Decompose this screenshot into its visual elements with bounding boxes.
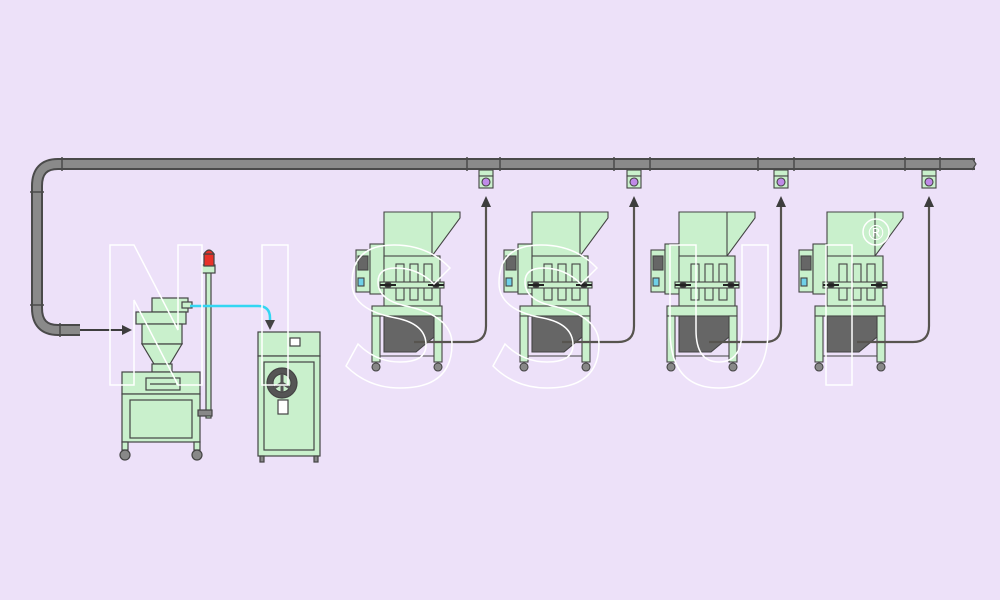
pipe-joints	[30, 157, 941, 337]
feed-arrow	[80, 325, 132, 335]
registered-mark: ®	[862, 218, 890, 246]
granulator-1	[355, 169, 494, 372]
suction-valve-1	[478, 169, 494, 189]
air-line	[190, 304, 275, 330]
receiver-separator	[119, 297, 203, 461]
granulator-2	[503, 169, 642, 372]
suction-valve-3	[773, 169, 789, 189]
granulator-group	[355, 169, 937, 372]
registered-symbol: ®	[866, 221, 886, 245]
watermark-logo	[109, 244, 853, 389]
blower-dryer-unit	[257, 331, 321, 463]
suction-valve-2	[626, 169, 642, 189]
suction-valve-4	[921, 169, 937, 189]
main-conveying-pipe	[30, 157, 977, 337]
granulator-3	[650, 169, 789, 372]
granulator-4	[798, 169, 937, 372]
warning-beacon	[197, 249, 216, 419]
